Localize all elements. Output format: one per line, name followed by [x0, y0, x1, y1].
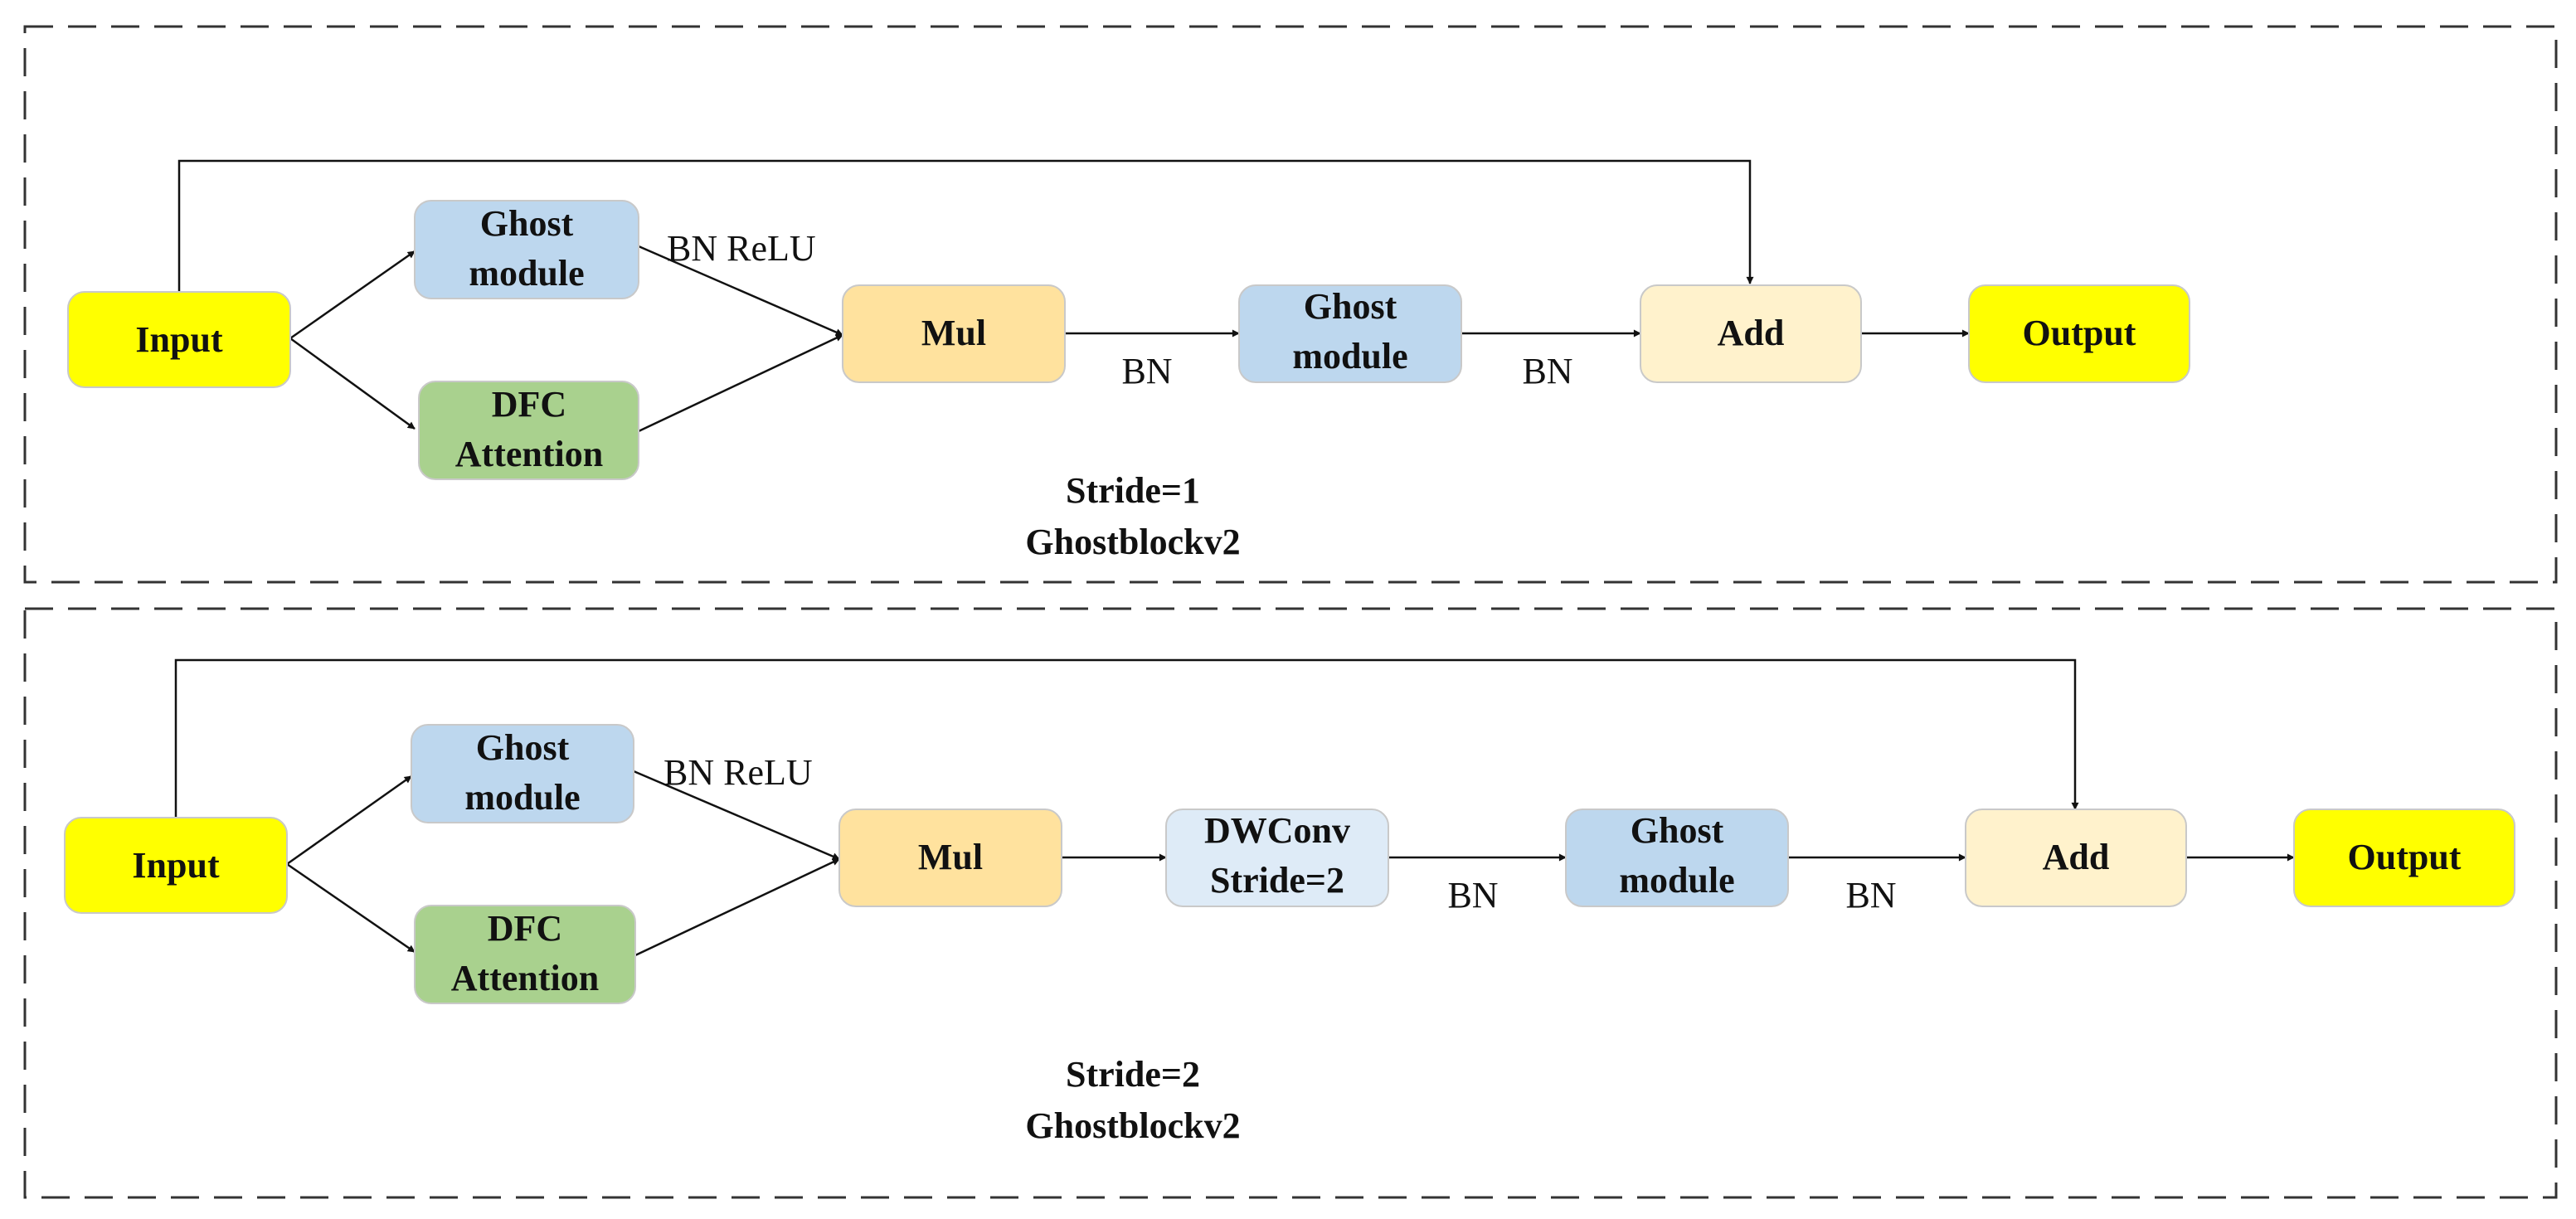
add-label: Add: [1718, 313, 1785, 353]
dfc-attention-box: [414, 905, 636, 1004]
input-node: Input: [67, 291, 291, 388]
ghost-module-box: [414, 200, 639, 299]
edge-label-bn-dwconv-ghost: BN: [1447, 875, 1498, 915]
edge-label-bn-ghost-add: BN: [1522, 351, 1572, 391]
block-1-connectors: [177, 159, 1970, 433]
ghost-module-2-label-line1: Ghost: [1631, 810, 1724, 851]
mul-node: Mul: [838, 809, 1062, 907]
ghost-module-2-label-line2: module: [1292, 336, 1407, 376]
arrow-input-dfc-2: [286, 862, 416, 954]
mul-label: Mul: [921, 313, 986, 353]
edge-label-bn-mul-ghost: BN: [1121, 351, 1172, 391]
ghost-module-2-box: [1565, 809, 1789, 907]
dwconv-box: [1165, 809, 1389, 907]
input-box: [67, 291, 291, 388]
dfc-attention-node: DFC Attention: [418, 381, 639, 480]
dwconv-label-line2: Stride=2: [1210, 860, 1344, 901]
output-node: Output: [1968, 284, 2190, 383]
caption-block-name: Ghostblockv2: [1025, 1105, 1240, 1146]
arrow-input-dfc-1: [289, 337, 416, 430]
mul-box: [842, 284, 1066, 383]
arrow-input-ghost-1: [289, 250, 416, 340]
arrow-dfc-mul-1: [638, 333, 843, 433]
block-2-frame: [23, 607, 2558, 1199]
input-label: Input: [132, 845, 220, 886]
dfc-attention-label-line1: DFC: [492, 384, 566, 425]
input-label: Input: [135, 319, 223, 360]
output-box: [1968, 284, 2190, 383]
dfc-attention-label-line2: Attention: [455, 434, 603, 474]
add-box: [1965, 809, 2187, 907]
ghost-module-node: Ghost module: [411, 724, 634, 823]
ghost-module-node: Ghost module: [414, 200, 639, 299]
arrow-ghost-mul-1: [638, 245, 843, 337]
ghost-module-2-label-line2: module: [1619, 860, 1734, 901]
mul-node: Mul: [842, 284, 1066, 383]
mul-box: [838, 809, 1062, 907]
mul-label: Mul: [918, 837, 983, 877]
dwconv-node: DWConv Stride=2: [1165, 809, 1389, 907]
block-2-connectors: [174, 658, 2295, 957]
caption-block-name: Ghostblockv2: [1025, 522, 1240, 562]
ghost-module-label-line1: Ghost: [480, 203, 574, 244]
add-node: Add: [1640, 284, 1862, 383]
output-node: Output: [2293, 809, 2515, 907]
input-box: [64, 817, 288, 914]
ghost-module-2-label-line1: Ghost: [1304, 286, 1397, 327]
input-node: Input: [64, 817, 288, 914]
dfc-attention-label-line1: DFC: [488, 908, 562, 949]
block-stride-1: Input Ghost module DFC Attention Mul Gho…: [23, 25, 2558, 584]
dfc-attention-label-line2: Attention: [451, 958, 599, 998]
ghost-module-label-line2: module: [464, 777, 580, 818]
skip-connection-2: [174, 658, 2079, 818]
block-stride-2: Input Ghost module DFC Attention Mul DWC…: [23, 607, 2558, 1199]
arrow-ghost-mul-2: [633, 770, 840, 861]
dfc-attention-box: [418, 381, 639, 480]
output-label: Output: [2023, 313, 2136, 353]
ghost-module-box: [411, 724, 634, 823]
output-box: [2293, 809, 2515, 907]
ghost-module-label-line1: Ghost: [476, 727, 570, 768]
dwconv-label-line1: DWConv: [1204, 810, 1350, 851]
arrow-dfc-mul-2: [634, 857, 840, 957]
add-node: Add: [1965, 809, 2187, 907]
ghost-module-2-box: [1238, 284, 1462, 383]
arrow-input-ghost-2: [286, 775, 412, 866]
edge-label-bn-relu: BN ReLU: [667, 228, 816, 269]
caption-stride: Stride=1: [1066, 470, 1200, 511]
add-label: Add: [2043, 837, 2110, 877]
output-label: Output: [2348, 837, 2462, 877]
edge-label-bn-relu: BN ReLU: [663, 752, 813, 793]
add-box: [1640, 284, 1862, 383]
block-1-frame: [23, 25, 2558, 584]
ghost-module-label-line2: module: [469, 253, 584, 294]
skip-connection-1: [177, 159, 1754, 292]
dfc-attention-node: DFC Attention: [414, 905, 636, 1004]
ghost-module-2-node: Ghost module: [1238, 284, 1462, 383]
ghost-module-2-node: Ghost module: [1565, 809, 1789, 907]
edge-label-bn-ghost-add: BN: [1845, 875, 1896, 915]
caption-stride: Stride=2: [1066, 1054, 1200, 1095]
